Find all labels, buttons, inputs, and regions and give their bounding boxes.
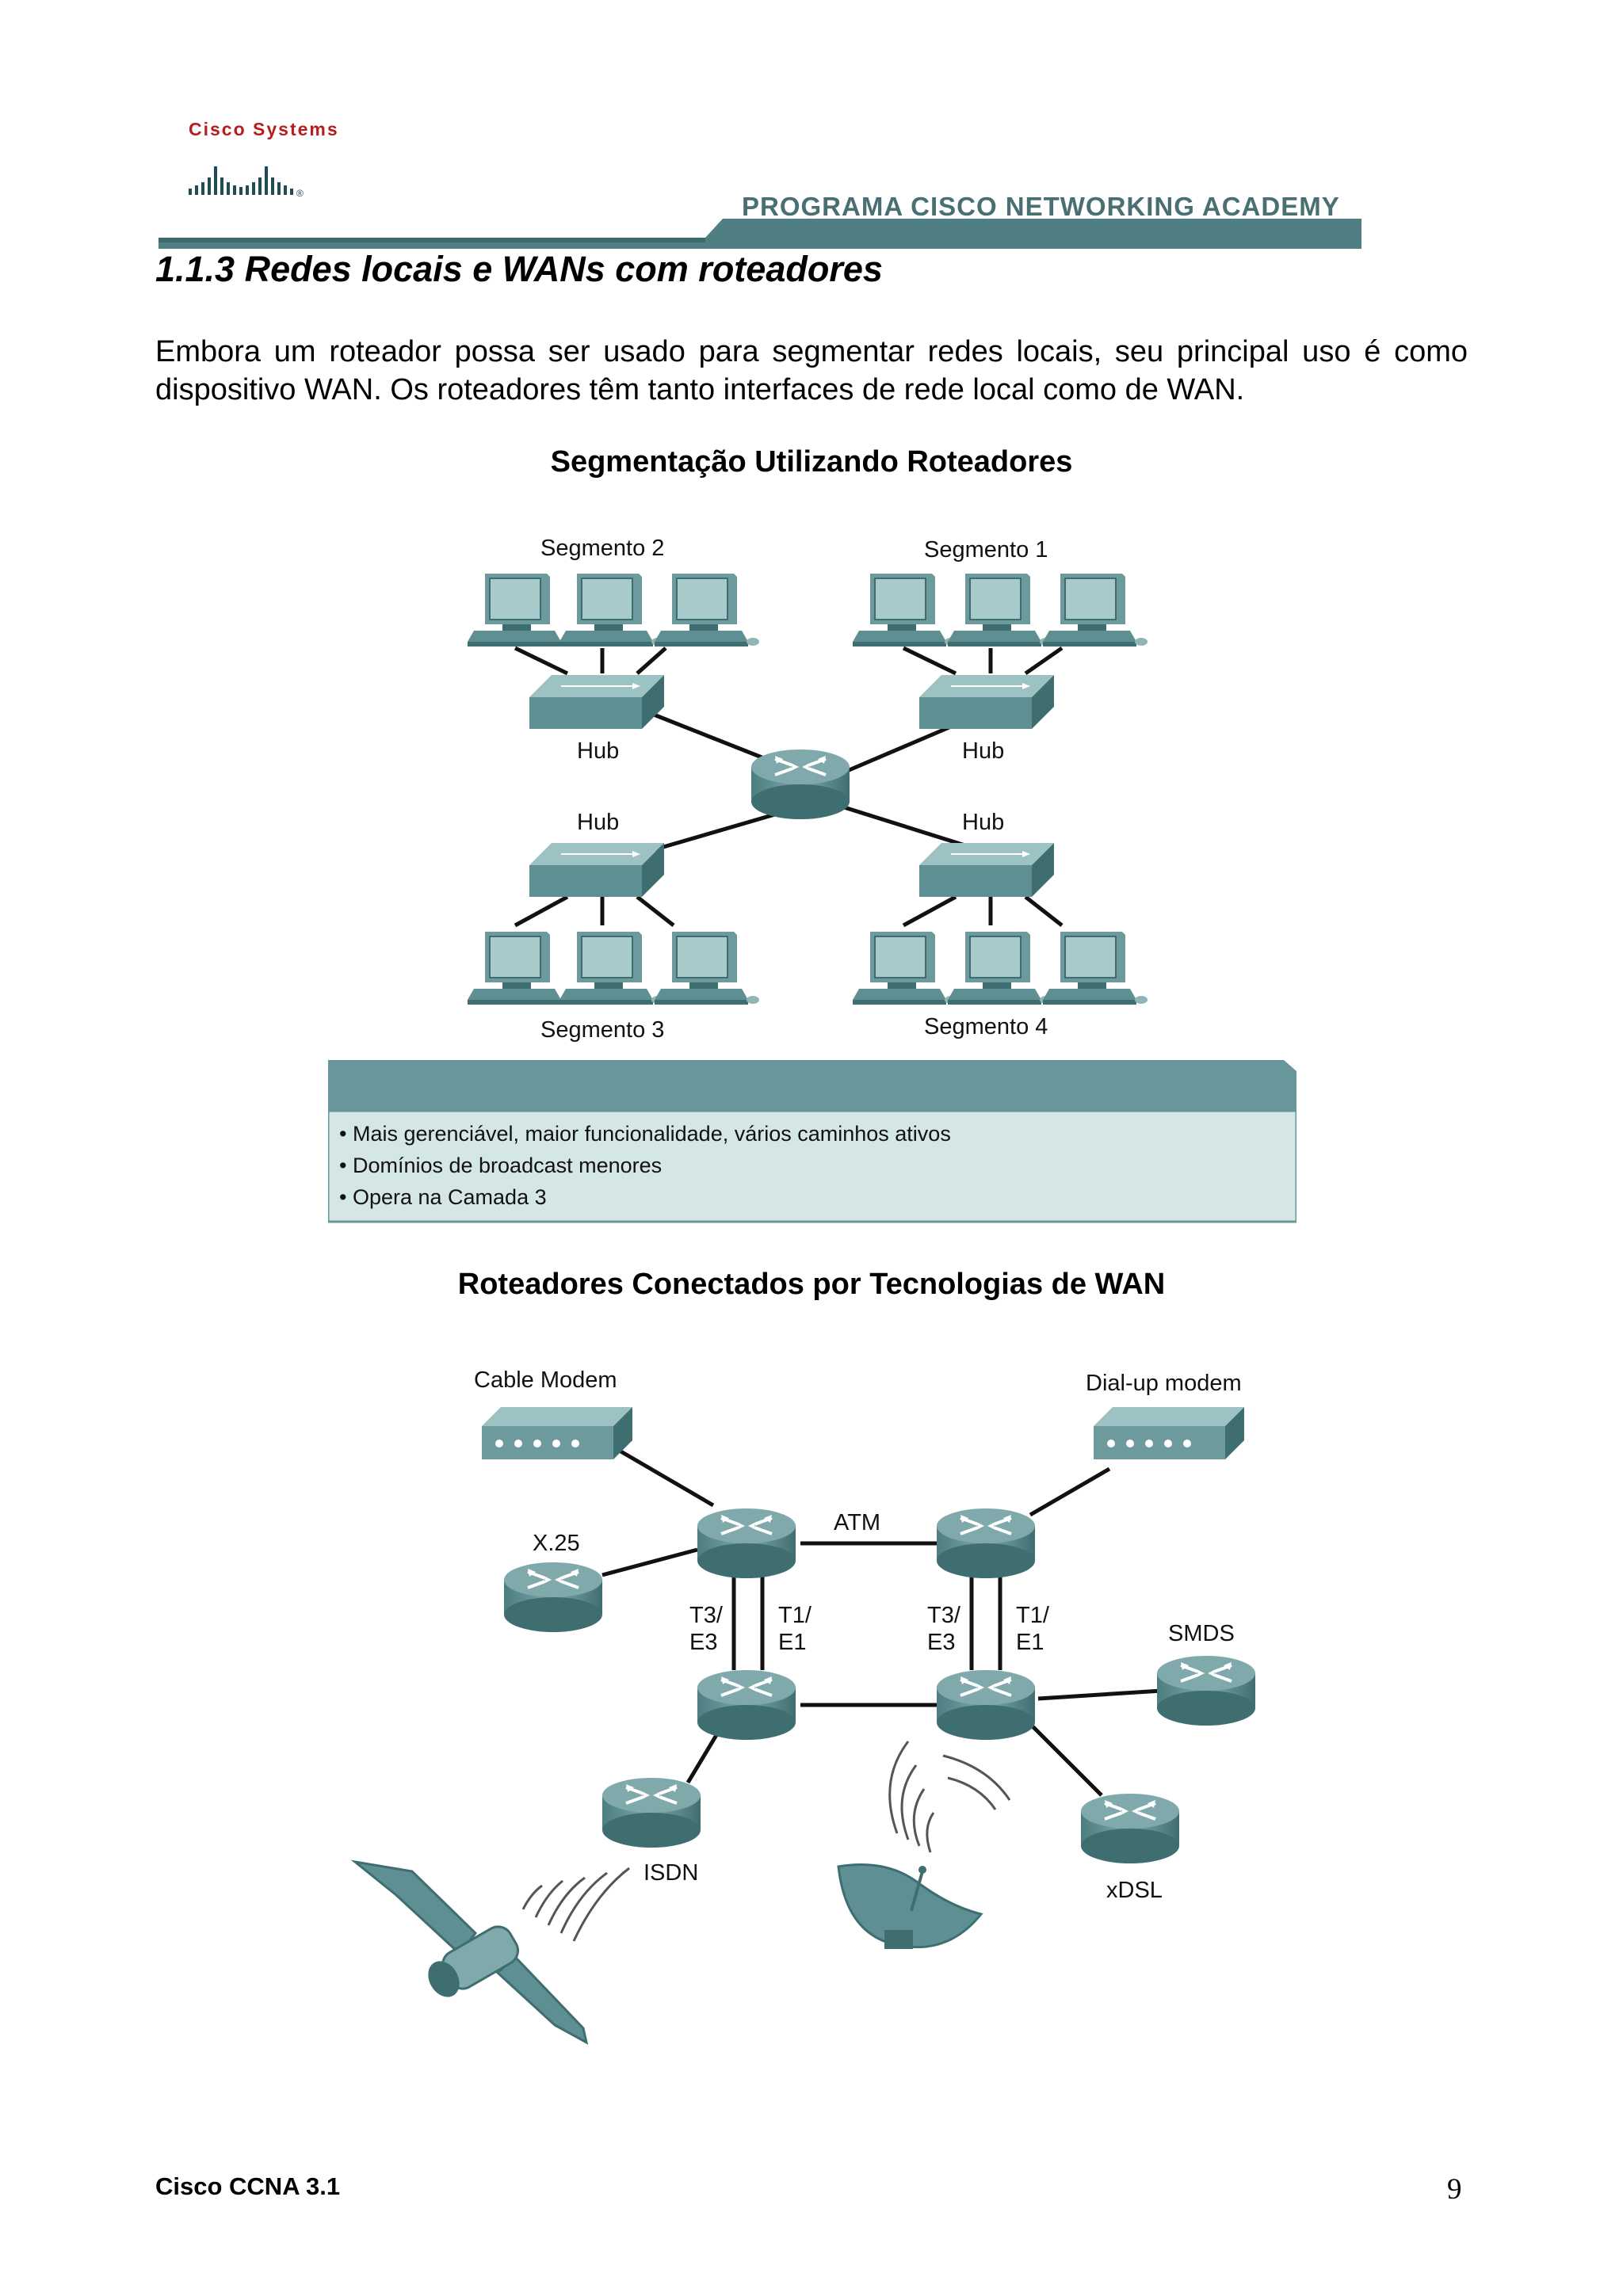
- figure2-title: Roteadores Conectados por Tecnologias de…: [457, 1268, 1166, 1301]
- t1-e1-label: T1/ E1: [778, 1603, 812, 1655]
- router-icon: [750, 748, 851, 821]
- router-icon: [935, 1669, 1037, 1741]
- hub-icon: [529, 674, 665, 730]
- hub-label: Hub: [577, 810, 620, 835]
- t1-e1-label: T1/ E1: [1016, 1603, 1049, 1655]
- pc-icon: [852, 931, 958, 1005]
- dialup-modem-icon: [1094, 1407, 1244, 1459]
- feature-item: • Mais gerenciável, maior funcionalidade…: [339, 1122, 951, 1146]
- pc-icon: [947, 573, 1053, 647]
- pc-icon: [467, 931, 573, 1005]
- router-icon: [696, 1669, 797, 1741]
- xdsl-label: xDSL: [1106, 1878, 1163, 1903]
- t3-e3-label: T3/ E3: [927, 1603, 960, 1655]
- t3-e3-label: T3/ E3: [689, 1603, 723, 1655]
- features-box: [328, 1060, 1296, 1223]
- router-icon: [696, 1507, 797, 1580]
- segment-2-label: Segmento 2: [540, 536, 665, 561]
- satellite-dish-icon: [837, 1741, 1011, 1949]
- smds-label: SMDS: [1168, 1621, 1235, 1646]
- program-label: PROGRAMA CISCO NETWORKING ACADEMY: [742, 192, 1340, 221]
- pc-icon: [559, 573, 665, 647]
- header-band: [158, 219, 1361, 249]
- cable-modem-label: Cable Modem: [474, 1367, 617, 1393]
- cable-modem-icon: [482, 1407, 632, 1459]
- segment-1-label: Segmento 1: [924, 537, 1048, 563]
- pc-icon: [467, 573, 573, 647]
- router-icon: [935, 1507, 1037, 1580]
- pc-icon: [654, 573, 760, 647]
- smds-router-icon: [1155, 1654, 1257, 1727]
- pc-icon: [654, 931, 760, 1005]
- atm-label: ATM: [834, 1510, 881, 1535]
- x25-label: X.25: [533, 1531, 580, 1556]
- segment-3-label: Segmento 3: [540, 1017, 665, 1043]
- xdsl-router-icon: [1079, 1792, 1181, 1865]
- hub-label: Hub: [577, 738, 620, 764]
- section-title: 1.1.3 Redes locais e WANs com roteadores: [155, 249, 883, 289]
- pc-icon: [947, 931, 1053, 1005]
- hub-icon: [918, 842, 1055, 898]
- figure1-title: Segmentação Utilizando Roteadores: [550, 445, 1073, 479]
- hub-icon: [918, 674, 1055, 730]
- cisco-logo-text: Cisco Systems: [189, 119, 339, 139]
- pc-icon: [1042, 573, 1148, 647]
- footer-course: Cisco CCNA 3.1: [155, 2172, 341, 2200]
- hub-label: Hub: [962, 738, 1005, 764]
- intro-paragraph: Embora um roteador possa ser usado para …: [155, 335, 1468, 406]
- x25-router-icon: [502, 1561, 604, 1634]
- pc-icon: [1042, 931, 1148, 1005]
- svg-text:®: ®: [296, 188, 304, 198]
- isdn-router-icon: [601, 1776, 702, 1849]
- pc-icon: [852, 573, 958, 647]
- feature-item: • Opera na Camada 3: [339, 1185, 547, 1209]
- dialup-modem-label: Dial-up modem: [1086, 1371, 1242, 1396]
- figure2-links: [601, 1447, 1163, 1797]
- hub-icon: [529, 842, 665, 898]
- feature-item: • Domínios de broadcast menores: [339, 1154, 663, 1177]
- hub-label: Hub: [962, 810, 1005, 835]
- pc-icon: [559, 931, 665, 1005]
- cisco-bridge-icon: ®: [189, 166, 304, 198]
- page-number: 9: [1447, 2173, 1462, 2206]
- satellite-icon: [350, 1859, 630, 2045]
- isdn-label: ISDN: [643, 1860, 699, 1886]
- segment-4-label: Segmento 4: [924, 1014, 1048, 1039]
